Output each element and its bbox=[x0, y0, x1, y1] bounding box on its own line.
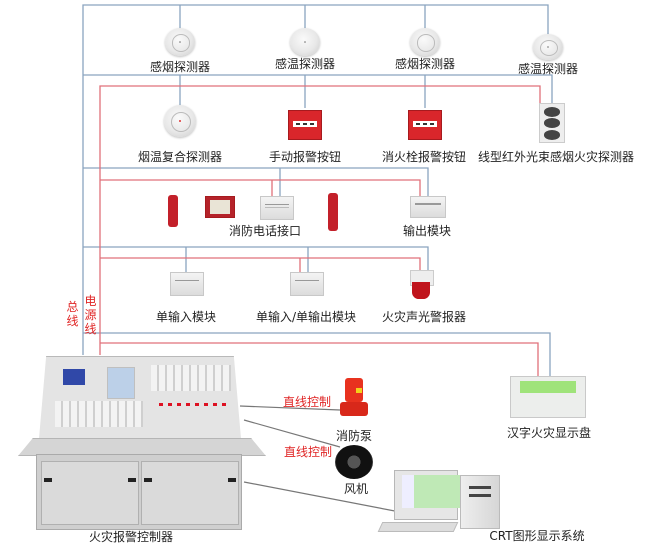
io-module-icon bbox=[290, 272, 324, 296]
label-heat-detector-1: 感温探测器 bbox=[274, 57, 336, 71]
strobe-alarm-icon bbox=[410, 270, 434, 300]
power-lines bbox=[99, 85, 541, 378]
heat-detector-icon bbox=[290, 28, 320, 56]
power-display bbox=[100, 342, 539, 378]
label-beam-detector: 线型红外光束感烟火灾探测器 bbox=[477, 150, 635, 164]
smoke-detector-icon bbox=[165, 28, 195, 56]
direct-control-lines bbox=[239, 405, 401, 513]
bus-display bbox=[83, 332, 551, 378]
label-smoke-detector-1: 感烟探测器 bbox=[149, 60, 211, 74]
bus-row4 bbox=[83, 246, 429, 272]
manual-call-point-icon bbox=[288, 110, 322, 140]
label-io-module: 单输入/单输出模块 bbox=[255, 310, 357, 324]
label-heat-detector-2: 感温探测器 bbox=[517, 62, 579, 76]
smoke-detector-icon bbox=[410, 28, 440, 56]
fire-phone-interface-icon bbox=[260, 196, 294, 220]
heat-detector-icon bbox=[533, 34, 563, 60]
bus-line-label: 总线 bbox=[66, 300, 79, 328]
combo-detector-icon bbox=[164, 105, 196, 137]
label-manual-call-point: 手动报警按钮 bbox=[268, 150, 342, 164]
pump-control-line bbox=[239, 405, 341, 411]
label-controller: 火灾报警控制器 bbox=[88, 530, 174, 544]
label-strobe-alarm: 火灾声光警报器 bbox=[381, 310, 467, 324]
bus-lines bbox=[82, 4, 553, 378]
pump-control-label: 直线控制 bbox=[282, 395, 332, 409]
bus-row3 bbox=[83, 167, 429, 196]
label-output-module: 输出模块 bbox=[402, 224, 452, 238]
label-display-panel: 汉字火灾显示盘 bbox=[506, 426, 592, 440]
crt-line bbox=[243, 481, 401, 513]
input-module-icon bbox=[170, 272, 204, 296]
label-fire-phone-interface: 消防电话接口 bbox=[228, 224, 302, 238]
power-trunk bbox=[99, 85, 541, 355]
power-line-label: 电源线 bbox=[84, 294, 97, 336]
fan-icon bbox=[335, 445, 373, 479]
power-row3 bbox=[100, 179, 421, 196]
label-crt: CRT图形显示系统 bbox=[489, 529, 585, 543]
label-combo-detector: 烟温复合探测器 bbox=[137, 150, 223, 164]
label-fire-pump: 消防泵 bbox=[335, 429, 373, 443]
hydrant-alarm-button-icon bbox=[408, 110, 442, 140]
label-fan: 风机 bbox=[343, 482, 369, 496]
bus-row2 bbox=[83, 74, 553, 108]
fire-phone-handset-icon bbox=[328, 193, 338, 231]
power-row4 bbox=[100, 257, 421, 272]
fire-pump-icon bbox=[338, 378, 370, 422]
beam-detector-icon bbox=[539, 103, 565, 143]
label-hydrant-alarm-button: 消火栓报警按钮 bbox=[381, 150, 467, 164]
bus-trunk bbox=[82, 4, 549, 355]
label-smoke-detector-2: 感烟探测器 bbox=[394, 57, 456, 71]
fan-control-line bbox=[243, 419, 341, 448]
output-module-icon bbox=[410, 196, 446, 218]
chinese-display-panel-icon bbox=[510, 376, 586, 418]
fire-phone-handset-icon bbox=[168, 195, 178, 227]
phone-jack-icon bbox=[205, 196, 235, 218]
label-input-module: 单输入模块 bbox=[155, 310, 217, 324]
fan-control-label: 直线控制 bbox=[283, 445, 333, 459]
